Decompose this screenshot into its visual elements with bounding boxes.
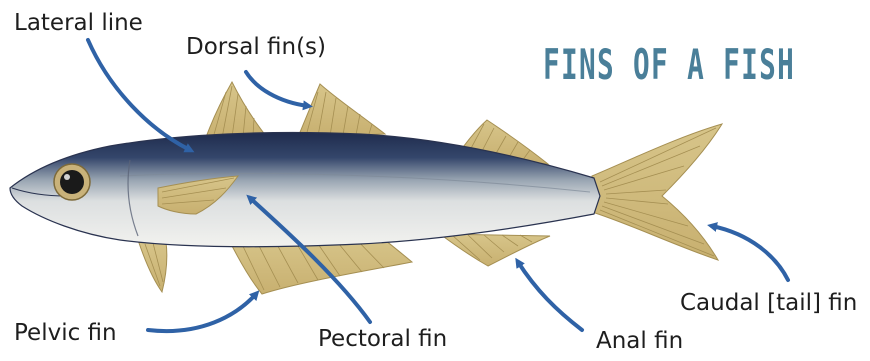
label-lateral-line: Lateral line — [14, 12, 143, 35]
dorsal-fin-rear — [298, 84, 385, 137]
label-dorsal-fin: Dorsal fin(s) — [186, 36, 326, 59]
anal-fin-rear — [440, 234, 550, 266]
dorsal-fin-front — [205, 82, 266, 140]
pelvic-fin — [138, 240, 167, 292]
arrow-anal-fin — [518, 262, 582, 330]
arrow-pelvic-fin — [148, 294, 256, 331]
arrow-dorsal-fin — [246, 72, 308, 106]
label-pectoral-fin: Pectoral fin — [318, 328, 447, 351]
arrow-lateral-line — [88, 40, 190, 150]
diagram-title: FINS OF A FISH — [543, 44, 795, 86]
label-anal-fin: Anal fin — [596, 330, 683, 353]
arrow-caudal-fin — [712, 226, 788, 280]
fish-eye — [54, 164, 90, 200]
label-pelvic-fin: Pelvic fin — [14, 322, 117, 345]
caudal-fin — [592, 124, 722, 260]
label-caudal-fin: Caudal [tail] fin — [680, 292, 857, 315]
